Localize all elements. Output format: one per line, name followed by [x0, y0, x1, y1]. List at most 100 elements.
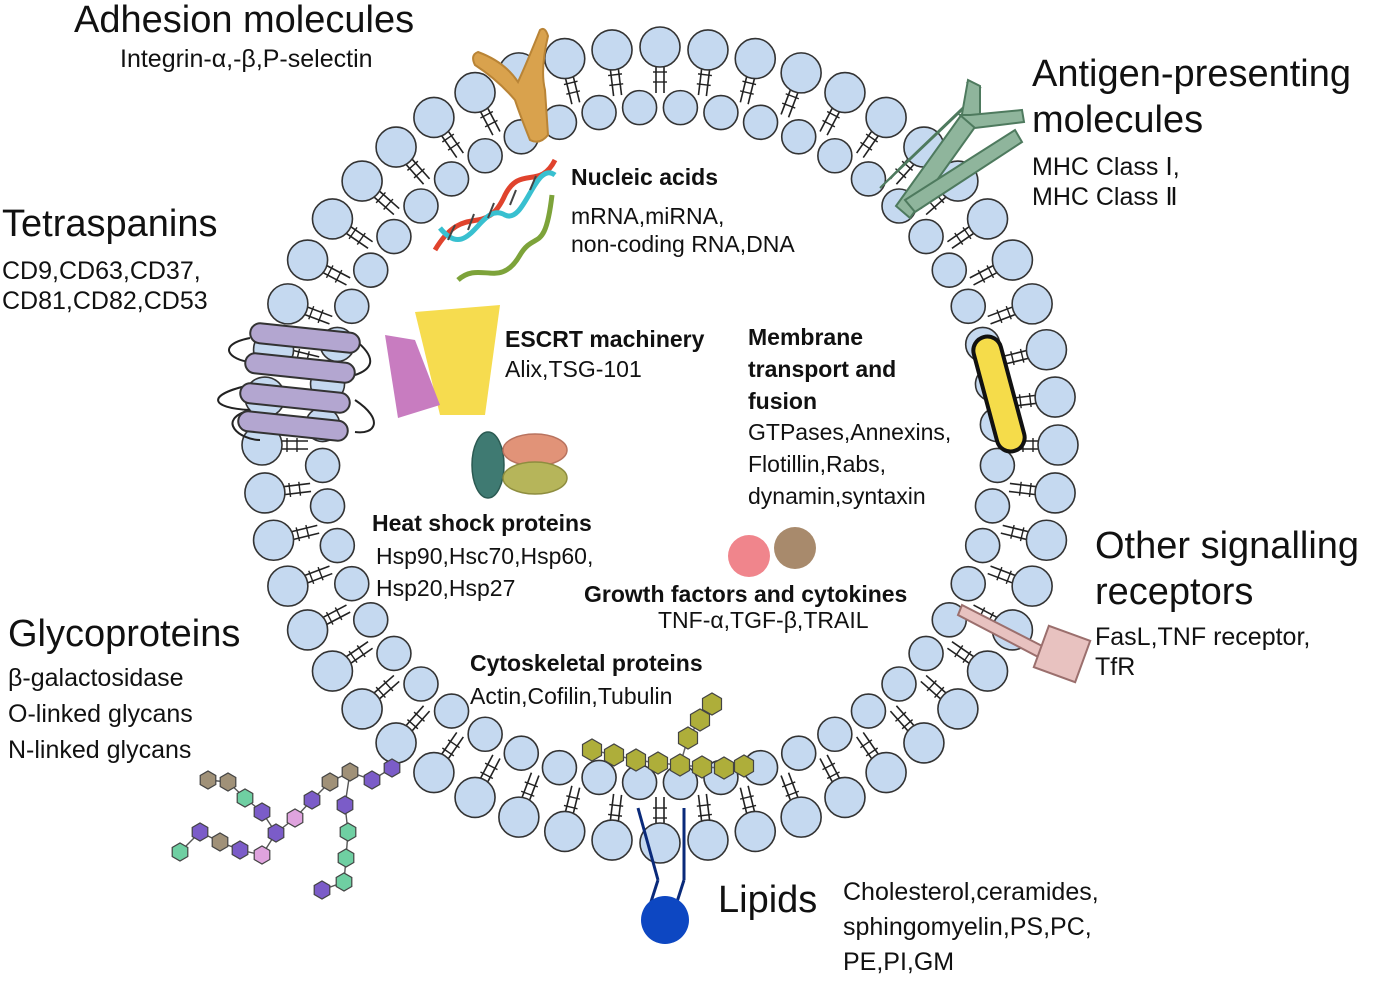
glycan-sugar — [383, 758, 401, 778]
dna-helix-icon — [432, 158, 558, 252]
lipid-tail-rung — [781, 781, 796, 788]
glycan-sugar — [313, 880, 331, 900]
antigen-detail-line-1: MHC Class Ⅰ, — [1032, 153, 1180, 181]
lipid-tail-rung — [697, 73, 712, 77]
glycan-sugar — [336, 795, 354, 815]
actin-filament-icon — [581, 692, 755, 780]
lipid-head-inner — [908, 218, 944, 255]
glycan-sugar — [286, 808, 304, 828]
actin-monomer — [647, 751, 669, 775]
glycan-sugar — [303, 790, 321, 810]
lipid-tail-rung — [901, 719, 914, 730]
rna-strand-icon — [456, 194, 555, 282]
heatshock-detail: Hsp90,Hsc70,Hsp60, Hsp20,Hsp27 — [376, 540, 593, 604]
lipid-head-inner — [974, 488, 1011, 524]
lipid-head-outer — [252, 519, 295, 562]
antigen-detail-line-2: MHC Class Ⅱ — [1032, 183, 1178, 211]
other-title-line-2: receptors — [1095, 570, 1254, 613]
lipid-head-outer — [865, 96, 907, 139]
lipid-tail-rung — [860, 141, 873, 151]
lipid-head-outer — [498, 796, 540, 838]
lipid-probe-icon — [636, 807, 689, 944]
antigen-title: Antigen-presenting molecules — [1032, 52, 1351, 143]
lipid-head-outer — [267, 565, 309, 607]
lipid-tail-rung — [413, 168, 425, 179]
lipid-tail-rung — [826, 771, 840, 780]
lipid-tail-rung — [406, 719, 419, 730]
actin-monomer — [677, 726, 699, 750]
lipid-head-outer — [1011, 565, 1053, 607]
lipid-tail-rung — [865, 747, 879, 757]
lipid-head-inner — [467, 716, 503, 753]
lipid-head-outer — [734, 810, 777, 853]
membrane-title-line-3: fusion — [748, 388, 817, 414]
lipids-detail-line-1: Cholesterol,ceramides, — [843, 878, 1099, 906]
lipid-tail-rung — [1018, 394, 1022, 409]
lipid-tail-rung — [447, 141, 460, 151]
glyco-title: Glycoproteins — [8, 613, 241, 655]
tetraspanins-detail-line-2: CD81,CD82,CD53 — [2, 287, 208, 315]
lipid-tail-rung — [926, 680, 937, 692]
lipid-tail-rung — [785, 93, 800, 100]
lipid-head-outer — [966, 198, 1009, 240]
membrane-detail-line-2: Flotillin,Rabs, — [748, 451, 887, 477]
lipid-head-inner — [503, 735, 540, 772]
lipid-tail-rung — [696, 803, 711, 807]
lipid-tail-rung — [954, 232, 964, 245]
lipid-tail-rung — [298, 481, 302, 496]
lipid-tail-rung — [1005, 570, 1012, 585]
escrt-yellow-shape — [415, 305, 500, 415]
lipid-tail-rung — [348, 226, 358, 240]
lipid-head-outer — [687, 819, 729, 861]
lipid-tail-rung — [739, 795, 754, 800]
lipids-detail-line-2: sphingomyelin,PS,PC, — [843, 913, 1092, 941]
glycan-sugar — [341, 762, 359, 782]
lipid-head-outer — [1034, 472, 1076, 514]
glycan-sugar — [321, 772, 339, 792]
glycan-sugar — [199, 770, 217, 790]
lipid-head-outer — [311, 198, 354, 240]
lipid-head-inner — [376, 635, 412, 672]
adhesion-title: Adhesion molecules — [74, 0, 415, 41]
lipid-tail-rung — [962, 226, 972, 240]
membrane-detail: GTPases,Annexins, Flotillin,Rabs, dynami… — [748, 416, 951, 512]
lipid-head-inner — [433, 161, 470, 197]
lipid-tail-rung — [865, 133, 879, 143]
actin-monomer — [689, 708, 711, 732]
lipid-tail-rung — [441, 747, 455, 757]
lipids-detail: Cholesterol,ceramides, sphingomyelin,PS,… — [843, 875, 1099, 980]
lipid-head-inner — [352, 602, 389, 638]
lipid-head-inner — [950, 288, 987, 325]
growth-factor-brown-sphere — [774, 527, 816, 569]
glyco-detail-line-2: O-linked glycans — [8, 700, 193, 728]
lipid-head-outer — [341, 160, 383, 202]
lipid-head-inner — [309, 488, 346, 524]
lipid-tail-rung — [609, 803, 624, 807]
membrane-lipid-heads — [241, 26, 1079, 864]
lipid-tail-rung — [742, 80, 757, 86]
lipid-head-outer — [903, 722, 945, 764]
glyco-detail-line-3: N-linked glycans — [8, 736, 192, 764]
glyco-detail-line-1: β-galactosidase — [8, 664, 184, 692]
lipid-tail-rung — [317, 566, 324, 581]
glycan-sugar — [236, 788, 254, 808]
lipid-head-outer — [341, 688, 383, 730]
lipid-head-outer — [639, 822, 681, 864]
glycan-sugar — [191, 822, 209, 842]
lipid-tail-rung — [484, 762, 498, 771]
lipid-head-outer — [1025, 328, 1068, 371]
lipid-head-inner — [780, 118, 817, 155]
lipid-tail-rung — [447, 739, 460, 749]
antigen-detail: MHC Class Ⅰ, MHC Class Ⅱ — [1032, 152, 1180, 212]
lipid-tail-rung — [325, 265, 334, 279]
hsp-olive-blob — [502, 461, 568, 495]
lipid-head-outer — [1025, 519, 1068, 562]
glycan-sugar — [267, 823, 285, 843]
lipid-head-inner — [964, 527, 1001, 564]
glycan-sugar — [339, 822, 357, 842]
lipid-tail-rung — [480, 110, 494, 119]
nucleic-detail: mRNA,miRNA, non-coding RNA,DNA — [571, 203, 795, 258]
antigen-title-line-1: Antigen-presenting — [1032, 53, 1351, 95]
heatshock-detail-line-2: Hsp20,Hsp27 — [376, 575, 516, 601]
lipids-detail-line-3: PE,PI,GM — [843, 948, 955, 976]
